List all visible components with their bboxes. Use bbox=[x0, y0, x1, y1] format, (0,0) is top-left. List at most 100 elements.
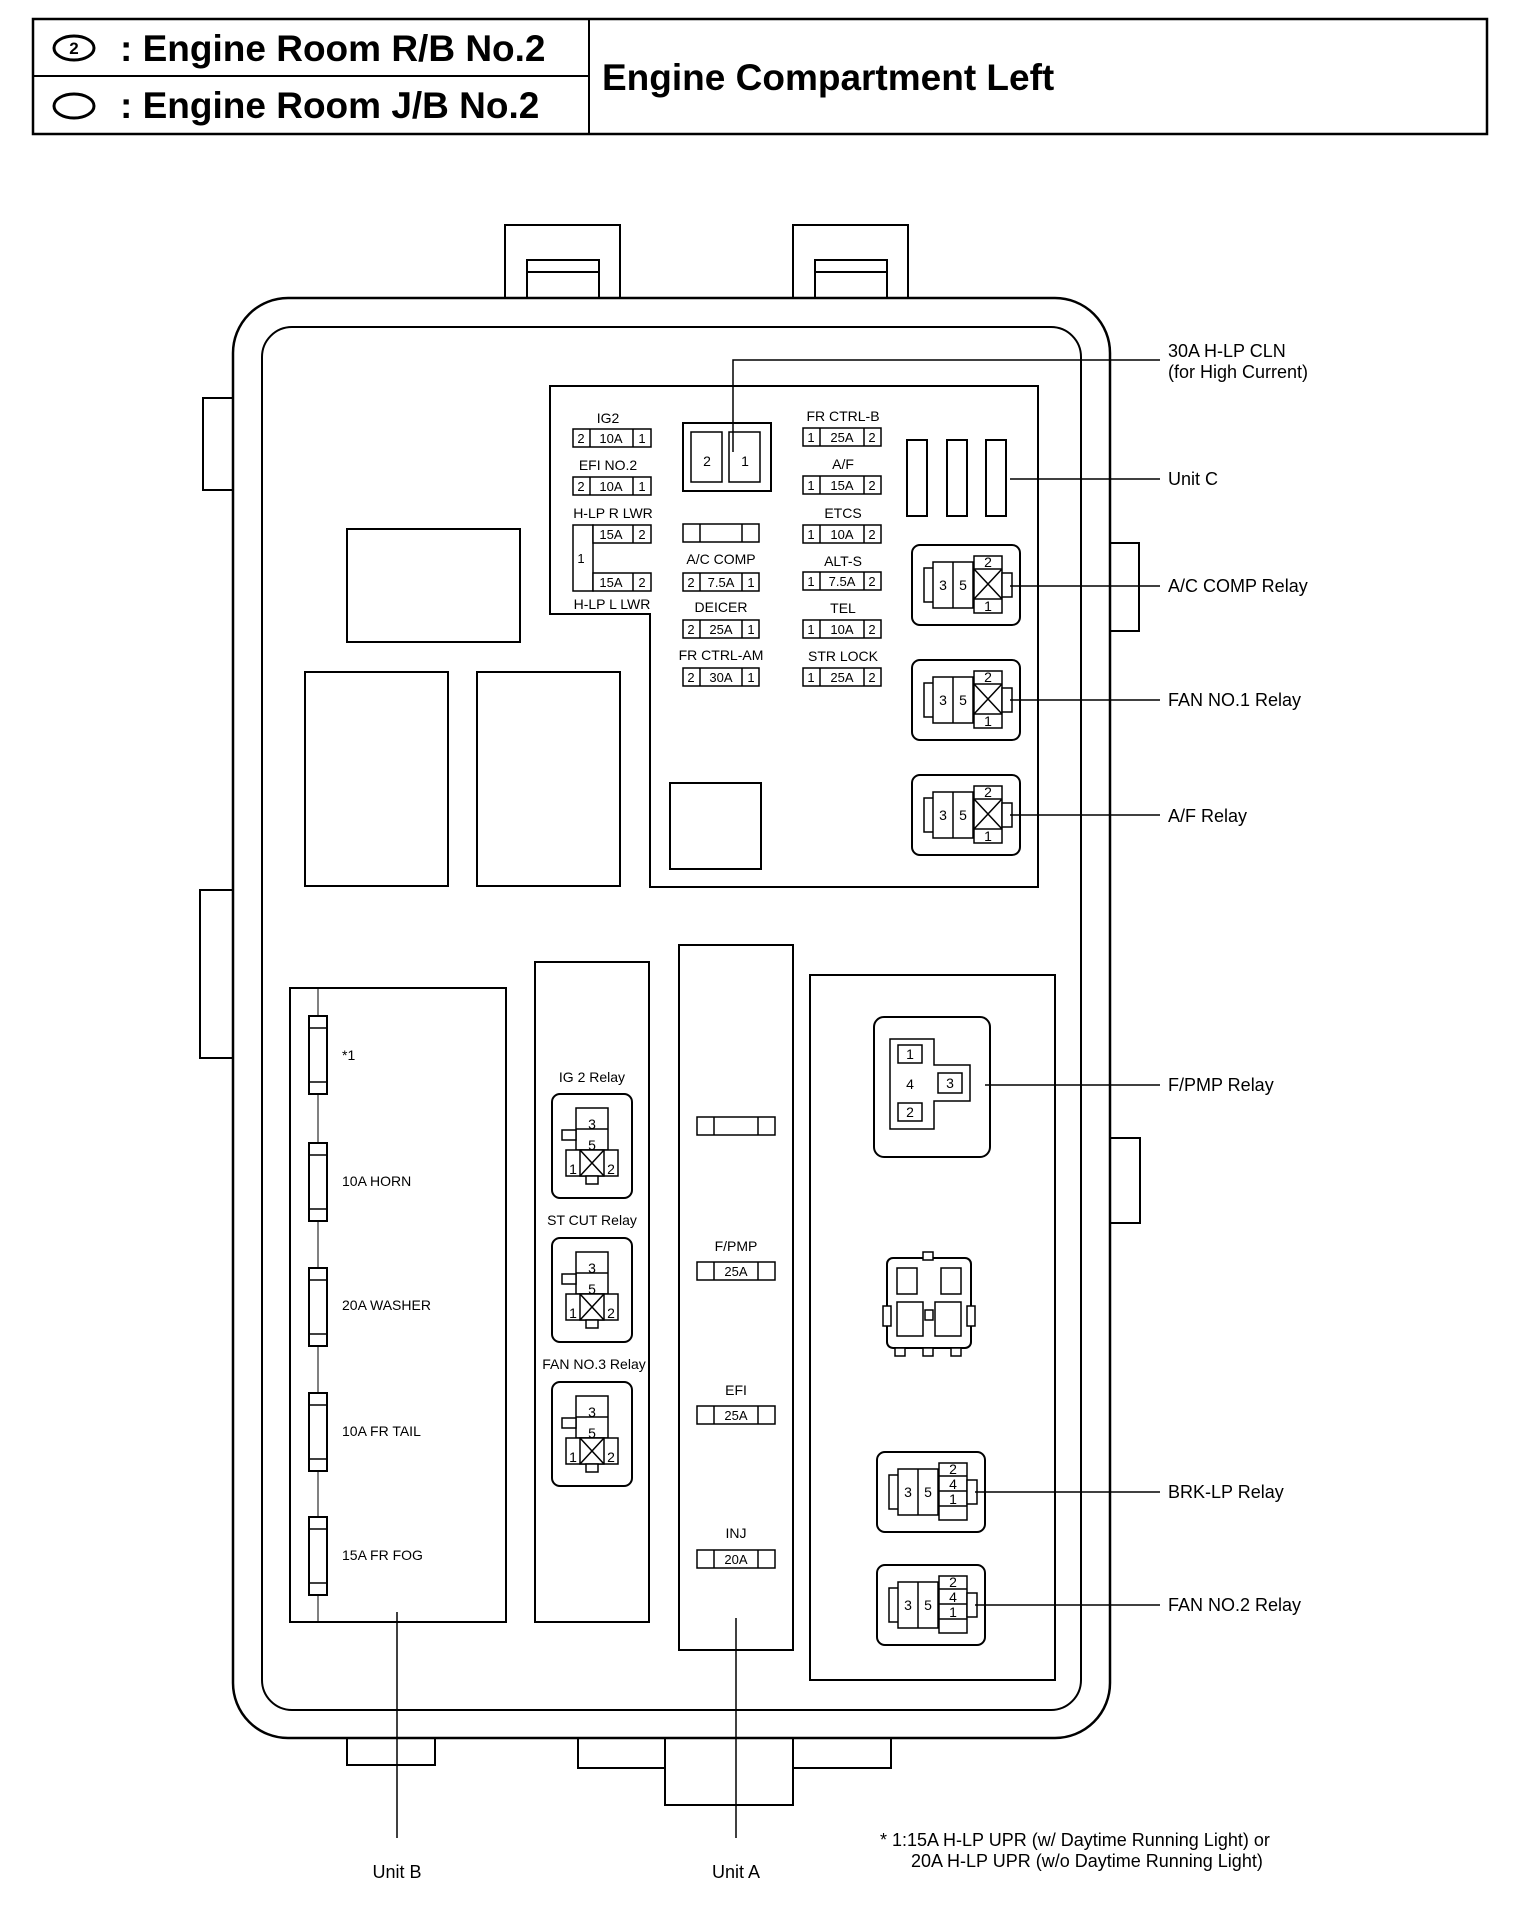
svg-text:25A: 25A bbox=[724, 1264, 747, 1279]
svg-text:TEL: TEL bbox=[830, 600, 856, 616]
fuse-fr-ctrl-b: FR CTRL-B 1 25A 2 bbox=[802, 408, 882, 447]
svg-text:25A: 25A bbox=[830, 430, 853, 445]
svg-text:IG 2 Relay: IG 2 Relay bbox=[559, 1069, 625, 1085]
svg-text:INJ: INJ bbox=[726, 1525, 747, 1541]
svg-text:1: 1 bbox=[569, 1449, 577, 1465]
fuse-10a-fr-tail: 10A FR TAIL bbox=[308, 1392, 421, 1472]
svg-text:4: 4 bbox=[949, 1476, 957, 1492]
brk-lp-relay: 3 5 2 4 1 bbox=[876, 1451, 986, 1533]
svg-text:5: 5 bbox=[588, 1137, 596, 1153]
svg-text:5: 5 bbox=[924, 1484, 932, 1500]
rb-symbol-number: 2 bbox=[69, 39, 78, 58]
svg-text:20A WASHER: 20A WASHER bbox=[342, 1297, 431, 1313]
svg-text:2: 2 bbox=[949, 1574, 957, 1590]
svg-text:3: 3 bbox=[939, 807, 947, 823]
fuse-tel: TEL 1 10A 2 bbox=[802, 600, 882, 639]
svg-text:1: 1 bbox=[638, 431, 645, 446]
fuse-etcs: ETCS 1 10A 2 bbox=[802, 505, 882, 544]
fuse-star1: *1 bbox=[308, 1015, 355, 1095]
footnote-line1: * 1:15A H-LP UPR (w/ Daytime Running Lig… bbox=[880, 1830, 1270, 1850]
label-unit-b: Unit B bbox=[372, 1862, 421, 1882]
fan-no1-relay: 3 5 2 1 bbox=[911, 659, 1021, 741]
svg-text:1: 1 bbox=[807, 430, 814, 445]
svg-text:10A: 10A bbox=[830, 527, 853, 542]
svg-text:2: 2 bbox=[868, 670, 875, 685]
location-title: Engine Compartment Left bbox=[602, 57, 1054, 98]
svg-text:20A: 20A bbox=[724, 1552, 747, 1567]
fpmp-relay: 1 4 2 3 bbox=[873, 1016, 991, 1158]
svg-text:EFI NO.2: EFI NO.2 bbox=[579, 457, 638, 473]
right-relay-panel: 1 4 2 3 3 5 2 4 1 bbox=[809, 974, 1056, 1681]
fuse-inj: INJ 20A bbox=[696, 1525, 776, 1569]
svg-text:2: 2 bbox=[906, 1104, 914, 1120]
unit-a: F/PMP 25A EFI 25A INJ 20A bbox=[678, 944, 794, 1651]
svg-text:3: 3 bbox=[904, 1484, 912, 1500]
svg-text:10A: 10A bbox=[830, 622, 853, 637]
svg-text:25A: 25A bbox=[724, 1408, 747, 1423]
st-cut-relay: ST CUT Relay 3 5 1 2 bbox=[547, 1212, 637, 1343]
svg-text:2: 2 bbox=[577, 431, 584, 446]
svg-text:1: 1 bbox=[949, 1491, 957, 1507]
label-hlp-cln-note: (for High Current) bbox=[1168, 362, 1308, 382]
svg-text:1: 1 bbox=[807, 622, 814, 637]
svg-text:4: 4 bbox=[906, 1076, 914, 1092]
label-hlp-cln: 30A H-LP CLN bbox=[1168, 341, 1286, 361]
fan-no2-relay: 3 5 2 4 1 bbox=[876, 1564, 986, 1646]
rb-legend: : Engine Room R/B No.2 bbox=[120, 28, 546, 69]
svg-text:ALT-S: ALT-S bbox=[824, 553, 862, 569]
svg-text:1: 1 bbox=[747, 670, 754, 685]
label-ac-comp-relay: A/C COMP Relay bbox=[1168, 576, 1308, 596]
spare-fuse-slot bbox=[696, 1116, 776, 1136]
svg-text:10A HORN: 10A HORN bbox=[342, 1173, 411, 1189]
svg-text:A/F: A/F bbox=[832, 456, 854, 472]
spare-fuse-slot bbox=[682, 523, 760, 543]
svg-text:10A: 10A bbox=[599, 431, 622, 446]
svg-text:15A: 15A bbox=[599, 575, 622, 590]
svg-text:10A: 10A bbox=[599, 479, 622, 494]
svg-text:2: 2 bbox=[949, 1461, 957, 1477]
blank-block bbox=[304, 671, 449, 887]
svg-text:1: 1 bbox=[949, 1604, 957, 1620]
svg-text:1: 1 bbox=[984, 713, 992, 729]
leader-lines bbox=[396, 359, 1160, 1838]
svg-text:1: 1 bbox=[807, 527, 814, 542]
rb-symbol-icon bbox=[52, 34, 96, 62]
fuse-hlp-lwr: H-LP R LWR 1 15A 2 15A 2 H-LP L LWR bbox=[572, 505, 653, 612]
svg-text:2: 2 bbox=[868, 527, 875, 542]
svg-text:*1: *1 bbox=[342, 1047, 355, 1063]
svg-text:2: 2 bbox=[607, 1449, 615, 1465]
svg-text:FR CTRL-AM: FR CTRL-AM bbox=[679, 647, 764, 663]
svg-text:ETCS: ETCS bbox=[824, 505, 861, 521]
blank-block bbox=[346, 528, 521, 643]
fuse-ac-comp: A/C COMP 2 7.5A 1 bbox=[682, 551, 760, 592]
svg-text:IG2: IG2 bbox=[597, 410, 620, 426]
unit-c-bar bbox=[985, 439, 1007, 517]
fan-no3-relay: FAN NO.3 Relay 3 5 1 2 bbox=[542, 1356, 646, 1487]
connector-socket bbox=[882, 1251, 976, 1357]
svg-text:4: 4 bbox=[949, 1589, 957, 1605]
svg-text:3: 3 bbox=[588, 1116, 596, 1132]
label-fan2-relay: FAN NO.2 Relay bbox=[1168, 1595, 1301, 1615]
svg-text:2: 2 bbox=[868, 478, 875, 493]
svg-text:2: 2 bbox=[577, 479, 584, 494]
jb-symbol-icon bbox=[52, 92, 96, 120]
af-relay: 3 5 2 1 bbox=[911, 774, 1021, 856]
svg-text:2: 2 bbox=[703, 453, 711, 469]
unit-c-bar bbox=[906, 439, 928, 517]
fuse-ig2: IG2 2 10A 1 bbox=[572, 410, 652, 448]
svg-text:H-LP R LWR: H-LP R LWR bbox=[573, 505, 653, 521]
svg-text:5: 5 bbox=[588, 1425, 596, 1441]
fuse-alt-s: ALT-S 1 7.5A 2 bbox=[802, 553, 882, 591]
svg-text:3: 3 bbox=[904, 1597, 912, 1613]
svg-text:1: 1 bbox=[569, 1305, 577, 1321]
unit-c-bar bbox=[946, 439, 968, 517]
footnote-line2: 20A H-LP UPR (w/o Daytime Running Light) bbox=[911, 1851, 1263, 1871]
svg-text:5: 5 bbox=[588, 1281, 596, 1297]
svg-text:ST CUT Relay: ST CUT Relay bbox=[547, 1212, 637, 1228]
unit-b: *1 10A HORN 20A WASHER 10A FR TAIL 15A F… bbox=[289, 987, 507, 1623]
svg-text:1: 1 bbox=[807, 478, 814, 493]
header-table: 2 : Engine Room R/B No.2 : Engine Room J… bbox=[31, 17, 1489, 136]
svg-text:EFI: EFI bbox=[725, 1382, 747, 1398]
svg-text:H-LP L LWR: H-LP L LWR bbox=[574, 596, 651, 612]
svg-text:2: 2 bbox=[984, 784, 992, 800]
